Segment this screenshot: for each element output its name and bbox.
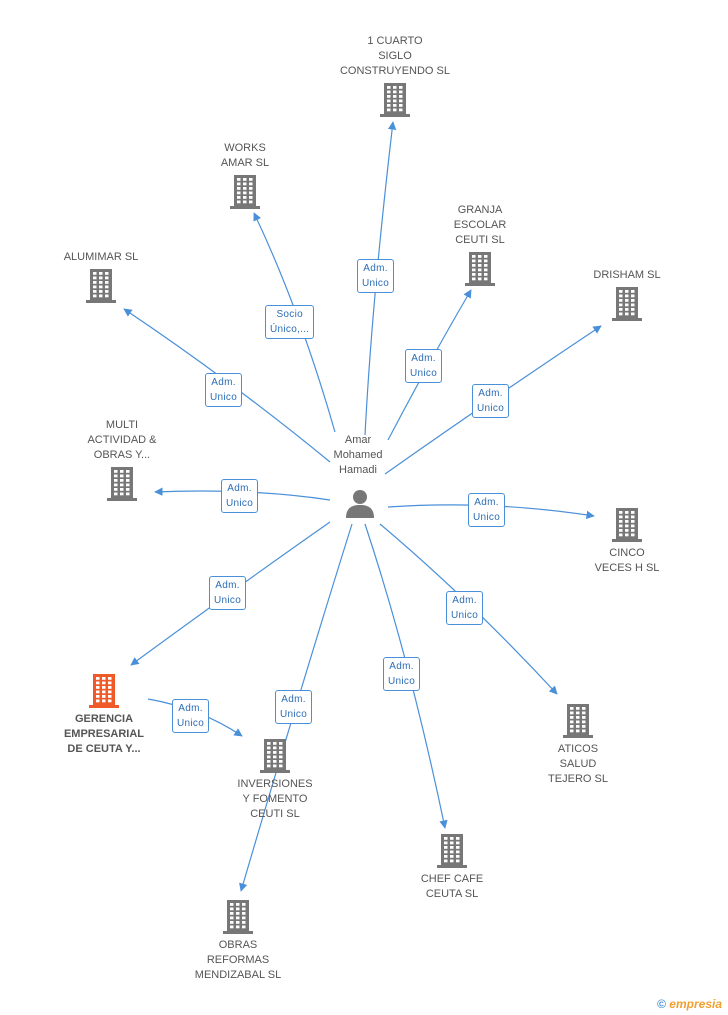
edge-role-cuarto[interactable]: Adm. Unico [357,259,395,293]
edge-role-obras[interactable]: Adm. Unico [275,690,313,724]
company-node-works[interactable]: WORKS AMAR SL [175,141,315,209]
company-name: MULTI ACTIVIDAD & OBRAS Y... [87,419,157,461]
company-node-cinco[interactable]: CINCO VECES H SL [557,508,697,576]
edge-role-aticos[interactable]: Adm. Unico [446,591,484,625]
edge-role-gerencia[interactable]: Adm. Unico [209,576,247,610]
company-name: CINCO VECES H SL [594,547,660,574]
edge-role-cinco[interactable]: Adm. Unico [468,493,506,527]
building-icon [465,252,495,286]
brand-name: mpresia [675,997,722,1011]
person-node[interactable] [345,488,375,518]
company-node-cuarto[interactable]: 1 CUARTO SIGLO CONSTRUYENDO SL [325,34,465,117]
company-node-granja[interactable]: GRANJA ESCOLAR CEUTI SL [410,203,550,286]
company-name: OBRAS REFORMAS MENDIZABAL SL [194,939,282,981]
company-name: ALUMIMAR SL [63,251,139,263]
building-icon [107,467,137,501]
company-node-gerencia[interactable]: GERENCIA EMPRESARIAL DE CEUTA Y... [34,674,174,757]
building-icon [437,834,467,868]
building-icon [380,83,410,117]
company-name: GERENCIA EMPRESARIAL DE CEUTA Y... [63,713,145,755]
company-name: ATICOS SALUD TEJERO SL [548,743,608,785]
copyright-symbol: © [657,997,666,1011]
edge-role-drisham[interactable]: Adm. Unico [472,384,510,418]
building-icon [563,704,593,738]
edge-role-alumimar[interactable]: Adm. Unico [205,373,243,407]
person-icon [346,490,374,518]
company-name: GRANJA ESCOLAR CEUTI SL [453,204,507,246]
building-icon [230,175,260,209]
company-node-inversiones[interactable]: INVERSIONES Y FOMENTO CEUTI SL [205,739,345,822]
company-name: INVERSIONES Y FOMENTO CEUTI SL [237,778,313,820]
company-name: WORKS AMAR SL [220,142,270,169]
brand-initial: e [669,997,676,1011]
company-name: 1 CUARTO SIGLO CONSTRUYENDO SL [339,35,451,77]
building-icon [612,508,642,542]
company-name: DRISHAM SL [593,269,661,281]
edge-role-works[interactable]: Socio Único,... [265,305,315,339]
building-icon [89,674,119,708]
empresia-watermark: © empresia [657,997,722,1011]
edge-role-granja[interactable]: Adm. Unico [405,349,443,383]
company-name: CHEF CAFE CEUTA SL [420,873,484,900]
building-icon [223,900,253,934]
company-node-obras[interactable]: OBRAS REFORMAS MENDIZABAL SL [168,900,308,983]
edge-role-multi[interactable]: Adm. Unico [221,479,259,513]
edge-role-inversiones[interactable]: Adm. Unico [172,699,210,733]
company-node-aticos[interactable]: ATICOS SALUD TEJERO SL [508,704,648,787]
building-icon [612,287,642,321]
building-icon [260,739,290,773]
company-node-chef[interactable]: CHEF CAFE CEUTA SL [382,834,522,902]
edge-role-chef[interactable]: Adm. Unico [383,657,421,691]
company-node-multi[interactable]: MULTI ACTIVIDAD & OBRAS Y... [52,418,192,501]
company-node-drisham[interactable]: DRISHAM SL [557,268,697,321]
company-node-alumimar[interactable]: ALUMIMAR SL [31,250,171,303]
person-name[interactable]: Amar Mohamed Hamadi [333,434,383,476]
building-icon [86,269,116,303]
